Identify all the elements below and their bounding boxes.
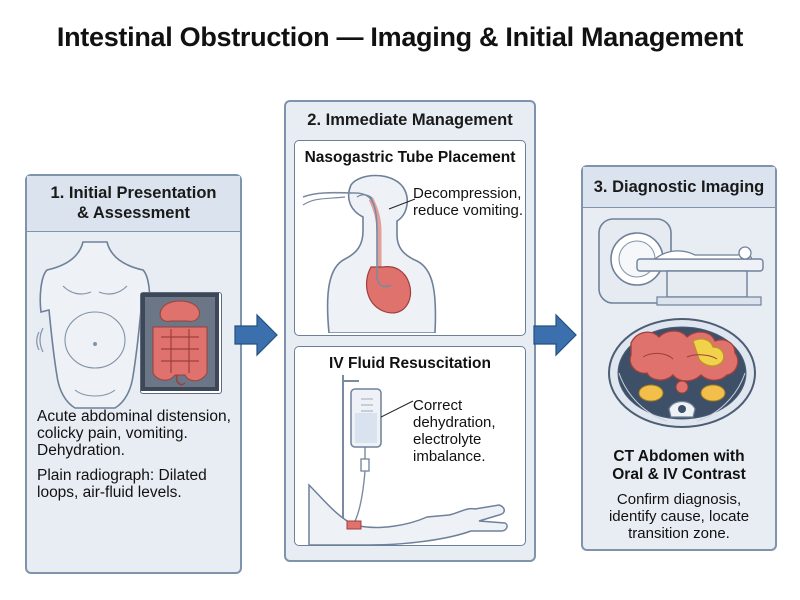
iv-bag-icon xyxy=(299,375,525,545)
panel-3-header: 3. Diagnostic Imaging xyxy=(583,167,775,208)
ng-label-line1: Decompression, xyxy=(413,185,522,202)
panel-diagnostic-imaging: 3. Diagnostic Imaging xyxy=(581,165,777,551)
radiograph-line2: loops, air-fluid levels. xyxy=(37,484,182,501)
panel-1-radiograph: Plain radiograph: Dilated loops, air-flu… xyxy=(37,467,242,501)
iv-leader-line xyxy=(379,399,415,419)
ct-description-line3: transition zone. xyxy=(628,525,730,542)
xray-bowel-icon xyxy=(140,292,222,394)
ct-heading-line2: Oral & IV Contrast xyxy=(612,466,746,483)
symptoms-line2: colicky pain, vomiting. xyxy=(37,425,188,442)
panel-1-header: 1. Initial Presentation & Assessment xyxy=(27,176,240,232)
ct-heading-line1: CT Abdomen with xyxy=(613,448,745,465)
iv-fluid-card: IV Fluid Resuscitation Correct dehydrati… xyxy=(294,346,526,546)
panel-2-header: 2. Immediate Management xyxy=(307,111,513,129)
ng-label: Decompression, reduce vomiting. xyxy=(413,185,523,219)
ng-heading: Nasogastric Tube Placement xyxy=(304,149,516,166)
patient-torso-icon xyxy=(35,240,155,410)
ct-heading: CT Abdomen with Oral & IV Contrast xyxy=(583,448,775,484)
ng-tube-card: Nasogastric Tube Placement Decompression… xyxy=(294,140,526,336)
iv-label-line3: electrolyte xyxy=(413,431,482,448)
iv-label: Correct dehydration, electrolyte imbalan… xyxy=(413,397,496,465)
iv-heading: IV Fluid Resuscitation xyxy=(329,355,491,372)
ng-label-line2: reduce vomiting. xyxy=(413,202,524,219)
iv-label-line4: imbalance. xyxy=(413,448,486,465)
flow-arrow-icon xyxy=(532,312,578,358)
ct-scanner-icon xyxy=(597,215,767,307)
ct-description-line1: Confirm diagnosis, xyxy=(616,491,742,508)
radiograph-line1: Plain radiograph: Dilated xyxy=(37,467,207,484)
iv-label-line1: Correct xyxy=(413,397,463,414)
panel-initial-presentation: 1. Initial Presentation & Assessment Acu… xyxy=(25,174,242,574)
panel-1-symptoms: Acute abdominal distension, colicky pain… xyxy=(37,408,242,459)
ct-description: Confirm diagnosis, identify cause, locat… xyxy=(583,491,775,542)
nasogastric-tube-icon xyxy=(299,171,449,333)
panel-1-heading-line2: & Assessment xyxy=(76,204,191,222)
ct-description-line2: identify cause, locate xyxy=(608,508,750,525)
panel-immediate-management: 2. Immediate Management Nasogastric Tube… xyxy=(284,100,536,562)
ng-leader-line xyxy=(387,197,417,211)
panel-1-heading-line1: 1. Initial Presentation xyxy=(50,184,217,202)
ct-slice-icon xyxy=(607,317,757,429)
flow-arrow-icon xyxy=(233,312,279,358)
page-title: Intestinal Obstruction — Imaging & Initi… xyxy=(56,22,744,52)
symptoms-line3: Dehydration. xyxy=(37,442,125,459)
symptoms-line1: Acute abdominal distension, xyxy=(37,408,231,425)
iv-label-line2: dehydration, xyxy=(413,414,496,431)
